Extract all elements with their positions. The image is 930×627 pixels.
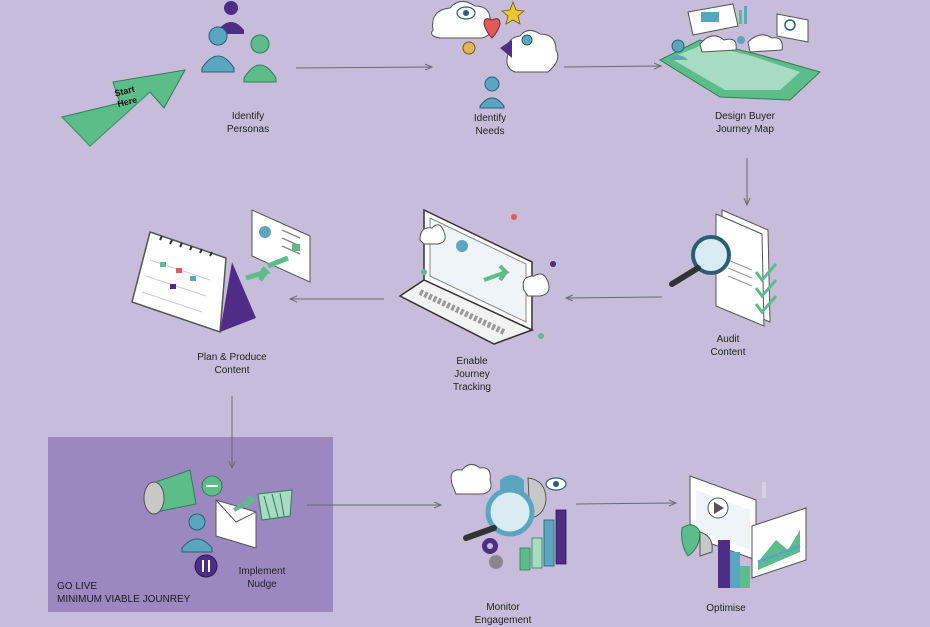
needs-icon [431, 0, 559, 109]
arrow-monitor-optimise [575, 503, 676, 504]
audit-icon [669, 209, 778, 327]
calendar-icon [131, 209, 311, 334]
monitor-icon [450, 464, 567, 571]
nudge-icon [143, 469, 293, 578]
personas-icon [201, 1, 277, 83]
arrow-needs-map [563, 66, 661, 67]
connectors [232, 66, 747, 505]
journey-map-icon [658, 3, 821, 101]
optimise-icon [681, 475, 807, 588]
step-optimise: Optimise [706, 603, 746, 614]
arrow-personas-needs [295, 67, 432, 68]
start-arrow [61, 69, 186, 147]
laptop-icon [398, 208, 556, 345]
arrow-audit-tracking [566, 297, 663, 298]
